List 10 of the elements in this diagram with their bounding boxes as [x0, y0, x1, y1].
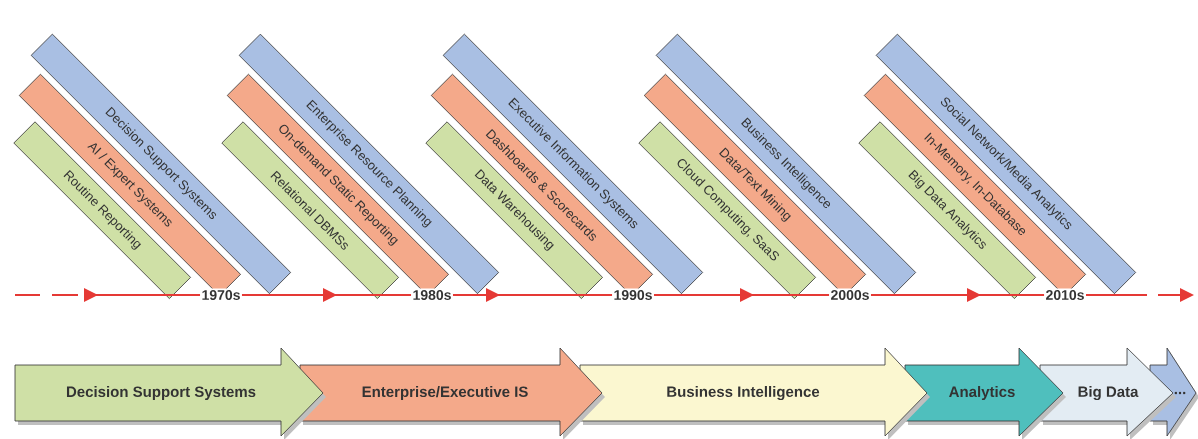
- stage-banner: Enterprise/Executive IS: [299, 347, 605, 439]
- decade-label: 1980s: [411, 288, 453, 302]
- stage-banner: Business Intelligence: [579, 347, 930, 439]
- decade-label: 1990s: [612, 288, 654, 302]
- decade-label: 2010s: [1044, 288, 1086, 302]
- stage-banner: Decision Support Systems: [14, 347, 326, 439]
- stage-banner: Big Data: [1039, 347, 1176, 439]
- decade-label: 1970s: [200, 288, 242, 302]
- stage-banner: Analytics: [904, 347, 1066, 439]
- decade-label: 2000s: [829, 288, 871, 302]
